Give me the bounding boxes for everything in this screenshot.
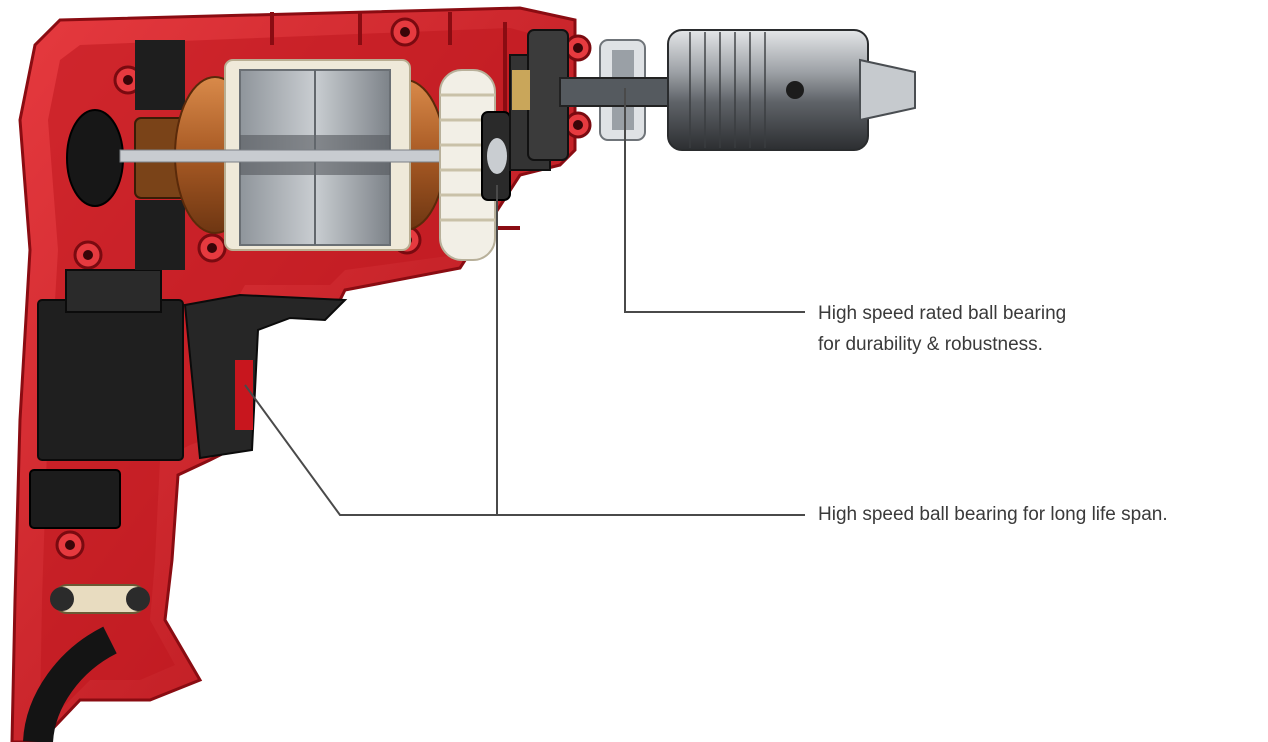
trigger (183, 293, 348, 460)
callout-front-bearing-line-2: for durability & robustness. (818, 334, 1043, 355)
leader-line-motor-bearing-branch (244, 384, 497, 516)
drill-chuck (667, 29, 916, 151)
callout-motor-bearing: High speed ball bearing for long life sp… (818, 499, 1168, 530)
motor-ball-bearing (481, 111, 511, 201)
trigger-switch (29, 269, 348, 529)
callout-motor-bearing-line-1: High speed ball bearing for long life sp… (818, 504, 1168, 525)
leader-line-front-bearing (624, 88, 805, 313)
brush-holders (66, 40, 185, 270)
callout-front-bearing: High speed rated ball bearing for durabi… (818, 298, 1066, 360)
capacitor (29, 469, 121, 529)
switch-box (37, 299, 184, 461)
callout-front-bearing-line-1: High speed rated ball bearing (818, 303, 1067, 324)
leader-line-motor-bearing (496, 185, 805, 516)
leader-lines (244, 88, 805, 516)
spindle (559, 77, 671, 107)
power-cord (23, 584, 150, 742)
